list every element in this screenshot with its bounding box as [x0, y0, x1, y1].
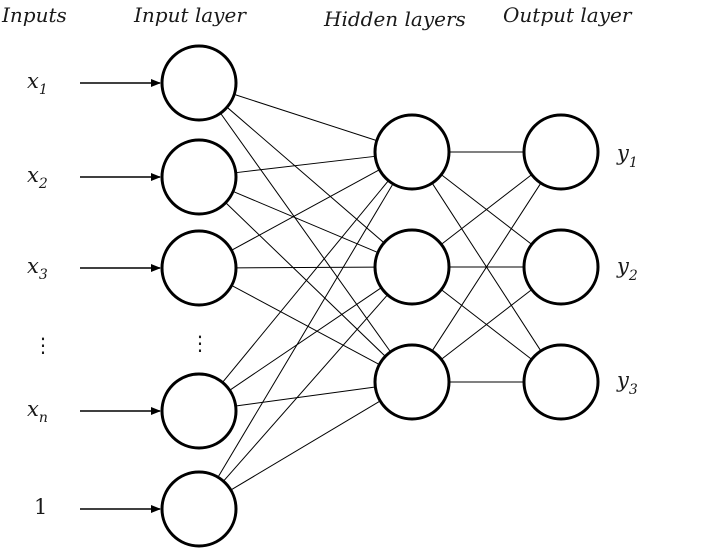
hidden-node-2	[373, 228, 451, 306]
header-hidden-layers: Hidden layers	[323, 7, 466, 31]
edge-input-hidden-4-2	[229, 287, 382, 391]
input-node-2	[160, 138, 238, 216]
edge-input-hidden-5-3	[230, 400, 381, 491]
edge-input-hidden-2-2	[232, 190, 379, 254]
input-label-x1: x1	[27, 69, 48, 98]
edge-input-hidden-3-2	[235, 266, 376, 269]
output-node-2	[522, 228, 600, 306]
header-input-layer: Input layer	[133, 3, 247, 27]
edge-hidden-output-2-1	[440, 174, 533, 245]
edge-hidden-output-3-2	[440, 289, 533, 360]
output-label-y3: y3	[616, 368, 638, 398]
edge-input-hidden-3-1	[231, 169, 380, 251]
input-label-x2: x2	[27, 163, 48, 192]
input-node-1	[160, 44, 238, 122]
edge-input-hidden-2-3	[225, 202, 386, 357]
edge-input-hidden-2-1	[235, 155, 376, 174]
input-node-3	[160, 229, 238, 307]
edges-hidden-to-output	[431, 151, 542, 383]
edges	[217, 93, 542, 491]
output-node-1	[522, 113, 600, 191]
input-layer-nodes	[160, 44, 238, 548]
input-label-x3: x3	[27, 254, 48, 283]
edge-input-hidden-5-1	[217, 183, 394, 478]
input-node-bias	[160, 470, 238, 548]
header-output-layer: Output layer	[503, 3, 633, 27]
edge-input-hidden-1-2	[226, 106, 385, 244]
hidden-node-3	[373, 343, 451, 421]
input-arrows	[80, 79, 161, 513]
output-label-y2: y2	[616, 254, 638, 284]
hidden-layer-nodes	[373, 113, 451, 421]
edge-hidden-output-3-1	[431, 182, 542, 352]
edge-input-hidden-1-3	[220, 112, 391, 353]
edge-input-hidden-4-1	[222, 180, 389, 383]
output-layer-nodes	[522, 113, 600, 421]
output-label-y1: y1	[616, 141, 638, 171]
header-inputs: Inputs	[1, 3, 67, 27]
output-node-3	[522, 343, 600, 421]
edges-input-to-hidden	[217, 93, 394, 491]
inputs-ellipsis: ⋮	[33, 333, 53, 357]
input-layer-ellipsis: ⋮	[190, 331, 210, 355]
input-node-n	[160, 372, 238, 450]
input-label-xn: xn	[27, 397, 48, 426]
input-label-bias: 1	[34, 495, 47, 519]
edge-input-hidden-1-1	[234, 93, 377, 142]
hidden-node-1	[373, 113, 451, 191]
edge-input-hidden-4-3	[235, 386, 376, 407]
edge-input-hidden-3-3	[231, 285, 380, 365]
edge-input-hidden-5-2	[223, 294, 388, 482]
